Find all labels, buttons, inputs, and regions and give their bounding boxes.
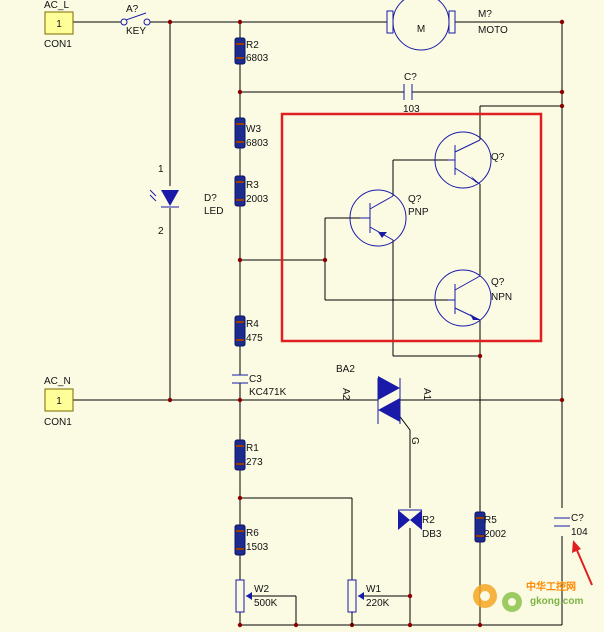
svg-text:R2: R2 (246, 40, 259, 51)
transistor-npn: Q? NPN (434, 269, 512, 327)
svg-text:中华工控网: 中华工控网 (526, 580, 576, 593)
resistor-r4: R4 475 (234, 315, 263, 347)
svg-text:R4: R4 (246, 319, 259, 330)
triac: BA2 A2 A1 G (336, 364, 432, 445)
svg-text:KEY: KEY (126, 26, 146, 37)
svg-text:AC_N: AC_N (44, 376, 71, 387)
svg-text:Q?: Q? (491, 152, 505, 163)
svg-text:C?: C? (571, 513, 584, 524)
connector-ac-l: 1 AC_L CON1 (44, 0, 74, 50)
svg-text:BA2: BA2 (336, 364, 355, 375)
svg-text:6803: 6803 (246, 53, 269, 64)
svg-text:R6: R6 (246, 528, 259, 539)
svg-text:1: 1 (56, 396, 62, 407)
svg-text:MOTO: MOTO (478, 25, 508, 36)
svg-text:M: M (417, 24, 425, 35)
svg-text:NPN: NPN (491, 292, 512, 303)
svg-text:220K: 220K (366, 598, 390, 609)
svg-text:A2: A2 (340, 388, 351, 401)
svg-text:A1: A1 (421, 388, 432, 401)
svg-text:500K: 500K (254, 598, 278, 609)
svg-text:DB3: DB3 (422, 529, 442, 540)
transistor-pnp: Q? PNP (349, 189, 429, 247)
key-switch: A? KEY (120, 4, 151, 37)
svg-text:C?: C? (404, 72, 417, 83)
svg-text:M?: M? (478, 9, 492, 20)
svg-text:R2: R2 (422, 515, 435, 526)
resistor-r2: R2 6803 (234, 37, 269, 65)
capacitor-c3: C3 KC471K (232, 374, 287, 398)
annotation-arrow (572, 540, 593, 586)
svg-text:1: 1 (158, 164, 164, 175)
resistor-r5: R5 2002 (474, 511, 507, 543)
svg-text:G: G (409, 437, 420, 445)
svg-text:R1: R1 (246, 443, 259, 454)
transistor-q-top: Q? (434, 131, 505, 189)
highlight-box (280, 112, 543, 343)
svg-text:W3: W3 (246, 124, 261, 135)
svg-text:R3: R3 (246, 180, 259, 191)
resistor-r3: R3 2003 (234, 175, 269, 207)
svg-text:PNP: PNP (408, 207, 429, 218)
diac: R2 DB3 (398, 509, 442, 540)
capacitor-104: C? 104 (554, 513, 588, 538)
svg-text:C3: C3 (249, 374, 262, 385)
resistor-r6: R6 1503 (234, 524, 269, 556)
svg-text:2002: 2002 (484, 529, 507, 540)
svg-text:gkong.com: gkong.com (530, 596, 583, 607)
svg-text:CON1: CON1 (44, 39, 72, 50)
resistor-w3: W3 6803 (234, 117, 269, 149)
capacitor-103: C? 103 (403, 72, 420, 115)
svg-text:2: 2 (158, 226, 164, 237)
gear-icon (473, 584, 522, 612)
svg-text:AC_L: AC_L (44, 0, 69, 11)
svg-text:103: 103 (403, 104, 420, 115)
motor: M M? MOTO (386, 0, 508, 51)
svg-text:104: 104 (571, 527, 588, 538)
svg-text:1: 1 (56, 19, 62, 30)
svg-text:2003: 2003 (246, 194, 269, 205)
pot-w2: W2 500K (235, 579, 278, 613)
pot-w1: W1 220K (347, 579, 390, 625)
svg-text:R5: R5 (484, 515, 497, 526)
svg-text:6803: 6803 (246, 138, 269, 149)
watermark: 中华工控网 gkong.com (473, 580, 583, 612)
svg-text:LED: LED (204, 206, 223, 217)
svg-text:CON1: CON1 (44, 417, 72, 428)
svg-text:Q?: Q? (491, 277, 505, 288)
svg-text:W2: W2 (254, 584, 269, 595)
svg-text:475: 475 (246, 333, 263, 344)
connector-ac-n: 1 AC_N CON1 (44, 376, 74, 428)
svg-text:D?: D? (204, 193, 217, 204)
resistor-r1: R1 273 (234, 439, 263, 471)
svg-text:Q?: Q? (408, 194, 422, 205)
svg-text:W1: W1 (366, 584, 381, 595)
svg-text:KC471K: KC471K (249, 387, 287, 398)
svg-text:273: 273 (246, 457, 263, 468)
svg-text:A?: A? (126, 4, 139, 15)
led: 1 2 D? LED (149, 164, 223, 237)
svg-text:1503: 1503 (246, 542, 269, 553)
